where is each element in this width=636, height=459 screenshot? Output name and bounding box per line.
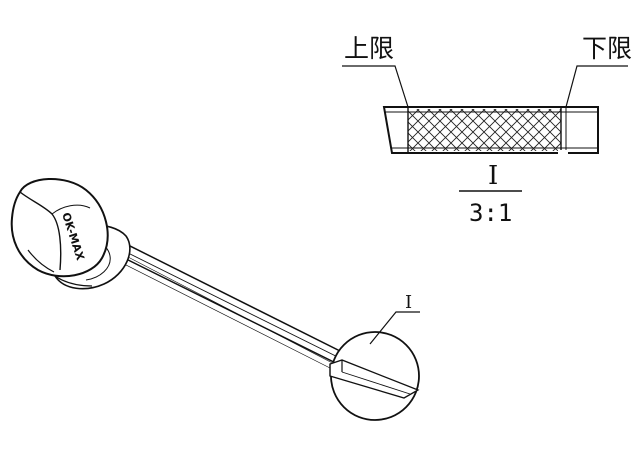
detail-marker-leader <box>369 311 420 345</box>
dipstick-tip-section <box>382 106 599 156</box>
lower-limit-label: 下限 <box>582 34 632 63</box>
scale-label: 3:1 <box>469 199 512 227</box>
detail-view: 上限 下限 I 3:1 <box>342 34 632 227</box>
level-range-hatch <box>408 109 561 151</box>
dipstick-main-view: OK-MAX I <box>10 178 420 421</box>
upper-limit-label: 上限 <box>344 34 394 63</box>
dipstick-handle: OK-MAX <box>10 178 109 278</box>
upper-limit-leader <box>342 65 409 108</box>
lower-limit-leader <box>565 65 628 108</box>
detail-circle <box>329 331 420 421</box>
detail-view-label: I <box>488 161 498 191</box>
detail-marker-label: I <box>405 292 412 313</box>
